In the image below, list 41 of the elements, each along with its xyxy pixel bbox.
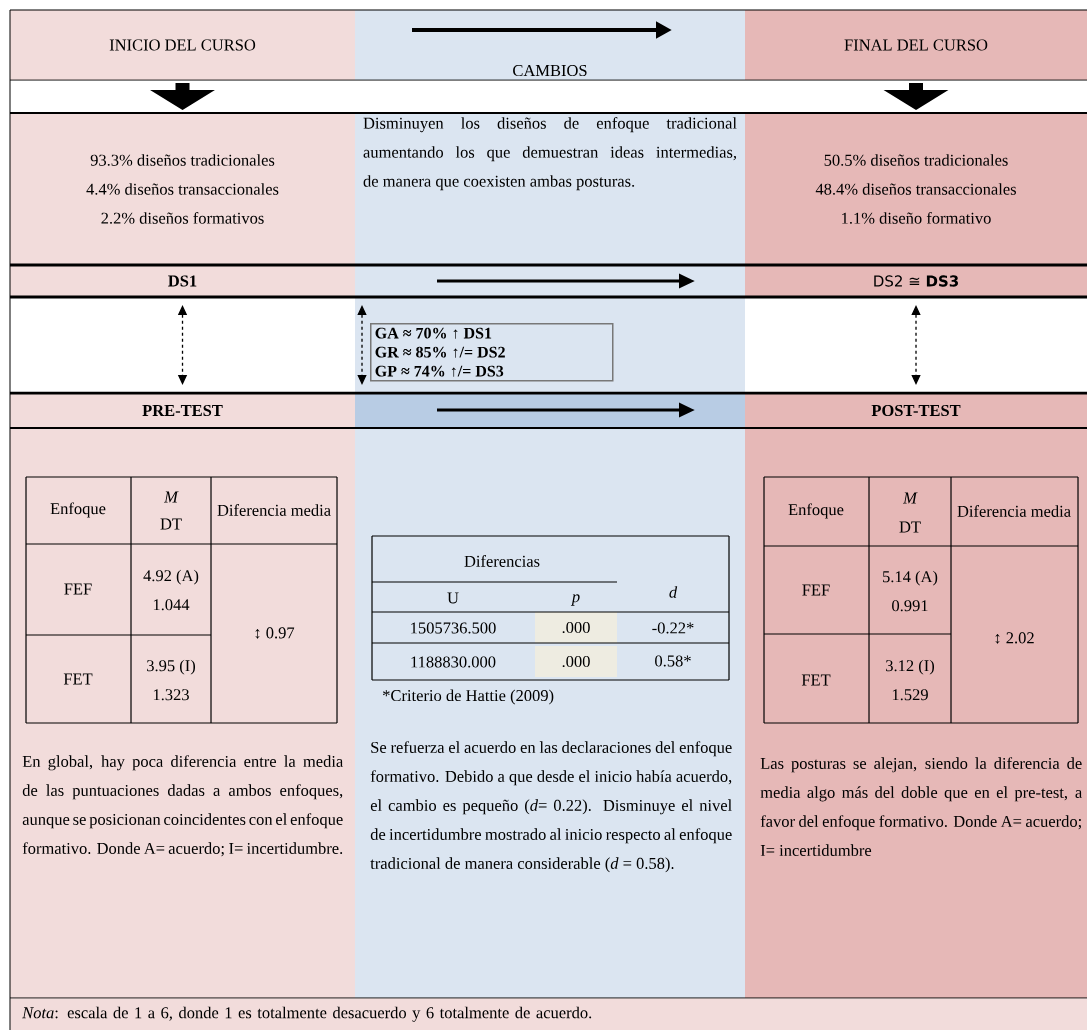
table-entry: DT [899, 521, 921, 533]
table-entry: M [902, 492, 918, 504]
table-entry: 3.95 (I) 1.323 [147, 659, 195, 701]
table-entry: Diferencia media [957, 505, 1071, 517]
table-entry: FEF [64, 583, 92, 595]
arrow [177, 305, 188, 385]
table-entry: Diferencia media [217, 504, 331, 516]
table-entry: Enfoque [50, 502, 106, 518]
node-label: POST-TEST [871, 404, 961, 417]
table-entry: p [570, 594, 580, 606]
arrow [357, 305, 367, 385]
table-entry: FET [63, 673, 93, 685]
text-cell: INICIO DEL CURSO [10, 10, 355, 80]
node-label: PRE-TEST [142, 404, 223, 417]
paragraph-text: Las posturas se alejan, siendo la diferencia de media algo más del doble que en el pre-test, a favor del enfoque formativo. Donde A= acuerdo; I= incertidumbre [760, 757, 1083, 856]
table-note: Nota: escala de 1 a 6, donde 1 es totalmente desacuerdo y 6 totalmente de acuerdo. [10, 998, 1087, 1030]
table-entry: Enfoque [788, 503, 844, 519]
arrow [911, 305, 921, 385]
summary-box: GA ≈ 70% ↑ DS1 GR ≈ 85% ↑/= DS2 GP ≈ 74% ↑/= DS3 [370, 323, 614, 382]
table-entry: d [669, 586, 678, 598]
table-entry: 1505736.500 [411, 622, 496, 634]
table-entry: ↕ 2.02 [995, 632, 1034, 644]
table-entry: Diferencias [464, 555, 540, 567]
table-entry: ↕ 0.97 [255, 627, 295, 639]
text-cell: CAMBIOS [355, 10, 745, 80]
text-cell: FINAL DEL CURSO [745, 10, 1087, 80]
table-entry: 1188830.000 [411, 656, 496, 668]
paragraph-text: Se refuerza el acuerdo en las declaraciones del enfoque formativo. Debido a que desde el inicio había acuerdo, el cambio es pequeño (d= 0.22). Disminuye el nivel de incertidumbre mostrado al inicio respecto al enfoque tradicional de manera considerable (d = 0.58). [370, 741, 732, 873]
table-entry: 4.92 (A) 1.044 [143, 569, 199, 611]
table-entry: FET [801, 674, 831, 686]
table-entry: FEF [802, 584, 830, 596]
table-entry: M [163, 491, 179, 503]
table-entry: 5.14 (A) 0.991 [883, 570, 938, 612]
table-entry: 3.12 (I) 1.529 [886, 659, 934, 701]
table-footnote: *Criterio de Hattie (2009) [383, 689, 554, 705]
table-entry: -0.22* [652, 622, 694, 634]
paragraph-text: En global, hay poca diferencia entre la media de las puntuaciones dadas a ambos enfoques, aunque se posicionan coincidentes con el enfoque formativo. Donde A= acuerdo; I= incertidumbre. [22, 755, 344, 857]
table-entry: DT [160, 518, 182, 530]
table-cell: .000 [535, 646, 617, 677]
table-entry: 0.58* [655, 655, 691, 667]
table-entry: U [447, 592, 459, 604]
